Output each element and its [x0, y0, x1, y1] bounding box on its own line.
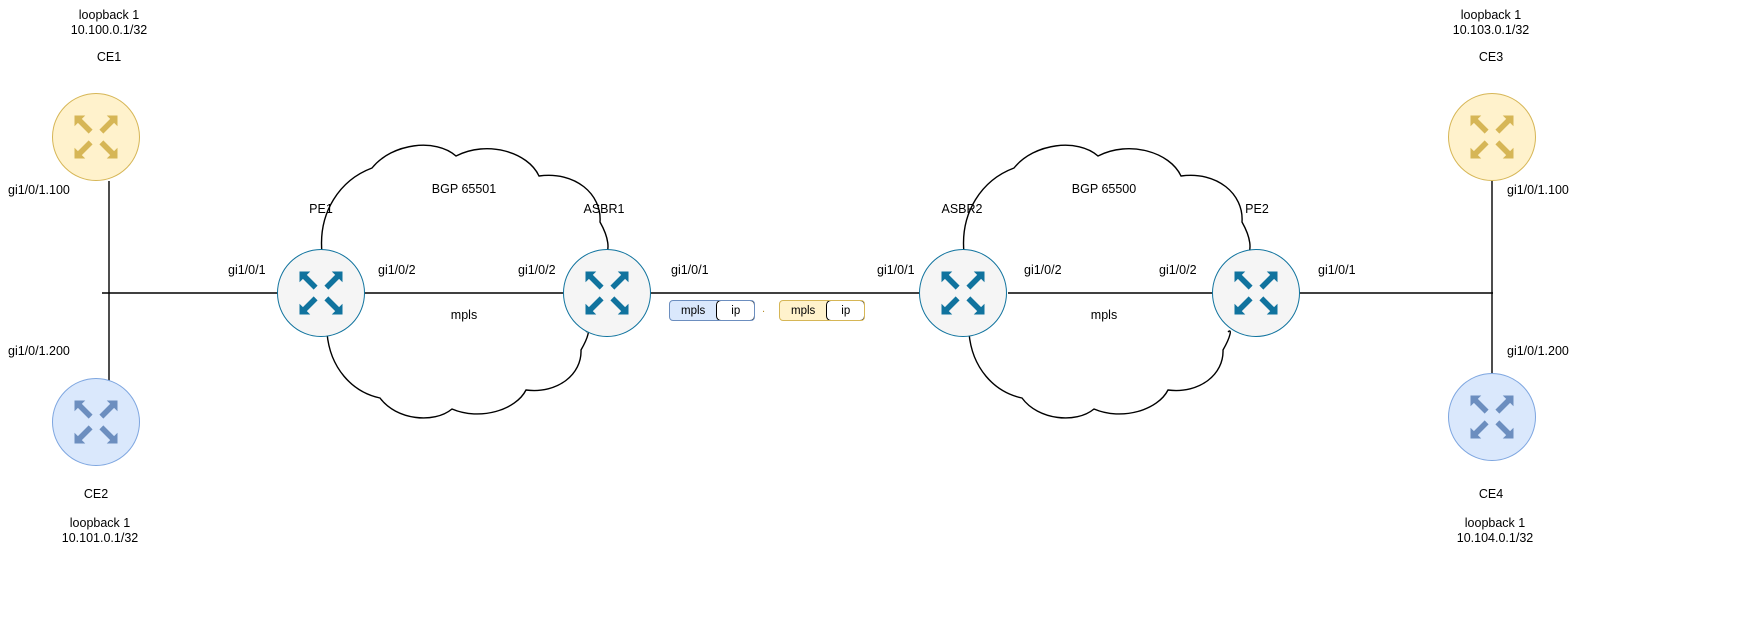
- ce4-label: CE4: [1478, 487, 1504, 501]
- ce3-loopback-title: loopback 1: [1460, 8, 1522, 22]
- router-icon-ce3: [1470, 115, 1514, 159]
- cloud-right-top-arc: [962, 144, 1251, 257]
- link-label-right-mpls: mpls: [1090, 308, 1118, 322]
- ce3-loopback-address: 10.103.0.1/32: [1452, 23, 1530, 37]
- cloud-left-top-arc: [320, 144, 609, 257]
- router-asbr2[interactable]: [919, 249, 1007, 337]
- cloud-right-bottom-arc: [968, 330, 1231, 419]
- badge-mpls-ip-blue[interactable]: mpls ip: [669, 300, 756, 321]
- router-ce3[interactable]: [1448, 93, 1536, 181]
- interface-label-ce1-down: gi1/0/1.100: [8, 183, 70, 197]
- router-icon-ce1: [74, 115, 118, 159]
- link-label-left-mpls: mpls: [450, 308, 478, 322]
- router-ce2[interactable]: [52, 378, 140, 466]
- ce2-loopback-address: 10.101.0.1/32: [61, 531, 139, 545]
- router-icon-pe2: [1234, 271, 1278, 315]
- cloud-label-as65500: BGP 65500: [1071, 182, 1137, 196]
- interface-label-pe1-right: gi1/0/2: [378, 263, 416, 277]
- ce1-label: CE1: [96, 50, 122, 64]
- ce2-loopback-title: loopback 1: [69, 516, 131, 530]
- interface-label-pe1-left: gi1/0/1: [228, 263, 266, 277]
- router-asbr1[interactable]: [563, 249, 651, 337]
- cloud-label-as65501: BGP 65501: [431, 182, 497, 196]
- ce1-loopback-title: loopback 1: [78, 8, 140, 22]
- ce4-loopback-address: 10.104.0.1/32: [1456, 531, 1534, 545]
- pe2-label: PE2: [1245, 202, 1269, 216]
- badge-yellow-ip-label: ip: [826, 301, 865, 320]
- router-pe2[interactable]: [1212, 249, 1300, 337]
- asbr1-label: ASBR1: [583, 202, 625, 216]
- interface-label-asbr2-left: gi1/0/1: [877, 263, 915, 277]
- interface-label-asbr2-right: gi1/0/2: [1024, 263, 1062, 277]
- router-icon-pe1: [299, 271, 343, 315]
- router-icon-ce4: [1470, 395, 1514, 439]
- cloud-left-bottom-arc: [326, 330, 589, 419]
- router-icon-asbr2: [941, 271, 985, 315]
- router-ce1[interactable]: [52, 93, 140, 181]
- asbr2-label: ASBR2: [941, 202, 983, 216]
- interface-label-ce2-up: gi1/0/1.200: [8, 344, 70, 358]
- badge-yellow-mpls-label: mpls: [791, 304, 816, 317]
- badge-blue-ip-label: ip: [716, 301, 755, 320]
- router-pe1[interactable]: [277, 249, 365, 337]
- interface-label-asbr1-right: gi1/0/1: [671, 263, 709, 277]
- interface-label-pe2-left: gi1/0/2: [1159, 263, 1197, 277]
- interface-label-ce4-up: gi1/0/1.200: [1507, 344, 1569, 358]
- router-icon-asbr1: [585, 271, 629, 315]
- pe1-label: PE1: [309, 202, 333, 216]
- ce4-loopback-title: loopback 1: [1464, 516, 1526, 530]
- interface-label-asbr1-left: gi1/0/2: [518, 263, 556, 277]
- badge-separator-dot: .: [762, 303, 766, 315]
- ce2-label: CE2: [83, 487, 109, 501]
- badge-mpls-ip-yellow[interactable]: mpls ip: [779, 300, 866, 321]
- interface-label-ce3-down: gi1/0/1.100: [1507, 183, 1569, 197]
- router-icon-ce2: [74, 400, 118, 444]
- ce3-label: CE3: [1478, 50, 1504, 64]
- ce1-loopback-address: 10.100.0.1/32: [70, 23, 148, 37]
- router-ce4[interactable]: [1448, 373, 1536, 461]
- interface-label-pe2-right: gi1/0/1: [1318, 263, 1356, 277]
- badge-blue-mpls-label: mpls: [681, 304, 706, 317]
